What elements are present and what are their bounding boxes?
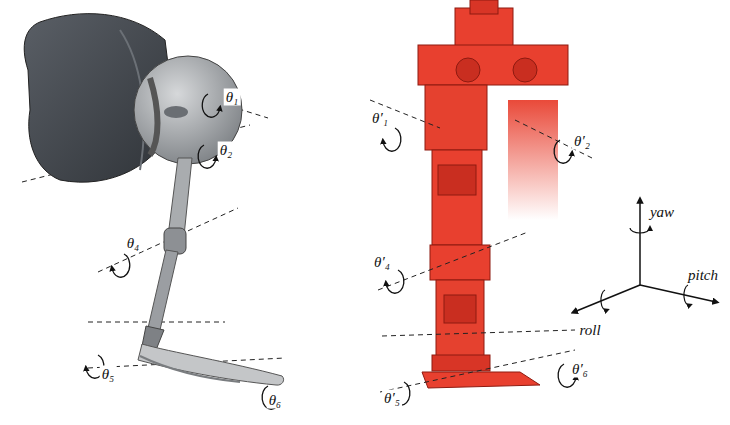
joint-label: θ′₅ [382,390,402,407]
joint-label: θ₅ [100,366,117,383]
joint-label: θ₆ [267,392,284,409]
joint-label: θ′₆ [570,361,590,378]
joint-label: θ′₂ [572,133,592,150]
joint-label: θ₄ [125,235,142,252]
prosthetic-leg [24,14,283,385]
robot-leg [418,0,568,388]
axis-label: roll [577,322,602,339]
joint-label: θ₂ [218,142,235,159]
joint-label: θ′₄ [372,254,392,271]
axis-line [370,100,592,392]
axis-label: pitch [686,267,720,284]
axis-label: yaw [648,204,676,221]
rotation-arrow [86,94,576,409]
joint-label: θ₁ [224,89,241,106]
coordinate-frame [574,200,716,312]
joint-label: θ′₁ [370,110,390,127]
